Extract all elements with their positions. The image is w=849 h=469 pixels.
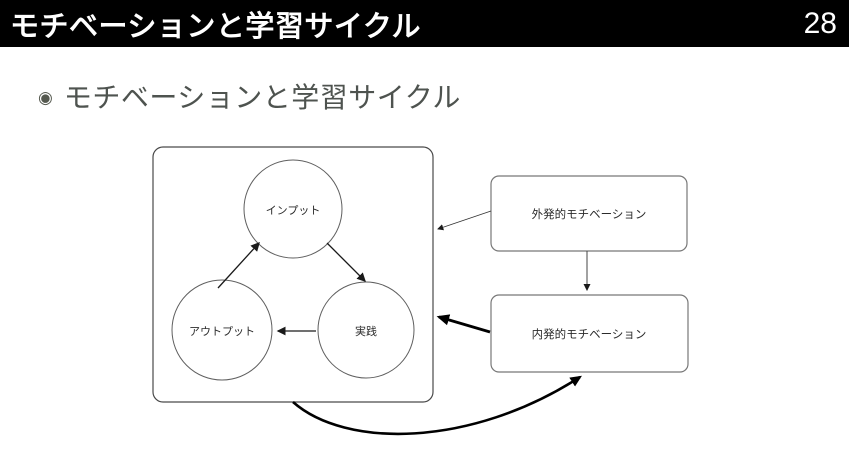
- arrow-output-to-input: [217, 241, 260, 289]
- intrinsic-motivation-label: 内発的モチベーション: [532, 327, 647, 341]
- output-circle-label: アウトプット: [189, 325, 255, 338]
- bullet-icon: ◉: [38, 87, 53, 107]
- section-heading: ◉ モチベーションと学習サイクル: [38, 76, 461, 116]
- arrow-cycle-to-intrinsic-curve: [292, 375, 582, 436]
- input-circle-label: インプット: [266, 204, 321, 217]
- arrow-extrinsic-to-cycle: [437, 210, 492, 231]
- section-heading-text: モチベーションと学習サイクル: [63, 82, 461, 113]
- slide-title: モチベーションと学習サイクル: [10, 10, 421, 43]
- practice-circle: [317, 281, 415, 379]
- input-circle: [243, 159, 343, 259]
- page-number: 28: [803, 6, 837, 40]
- slide-title-bar: モチベーションと学習サイクル 28: [0, 0, 849, 47]
- arrow-input-to-practice: [326, 242, 366, 282]
- intrinsic-motivation-box: [490, 294, 689, 373]
- practice-circle-label: 実践: [355, 324, 377, 338]
- output-circle: [171, 279, 273, 381]
- extrinsic-motivation-label: 外発的モチベーション: [532, 207, 647, 221]
- extrinsic-motivation-box: [490, 175, 688, 252]
- arrow-intrinsic-to-cycle: [436, 314, 491, 334]
